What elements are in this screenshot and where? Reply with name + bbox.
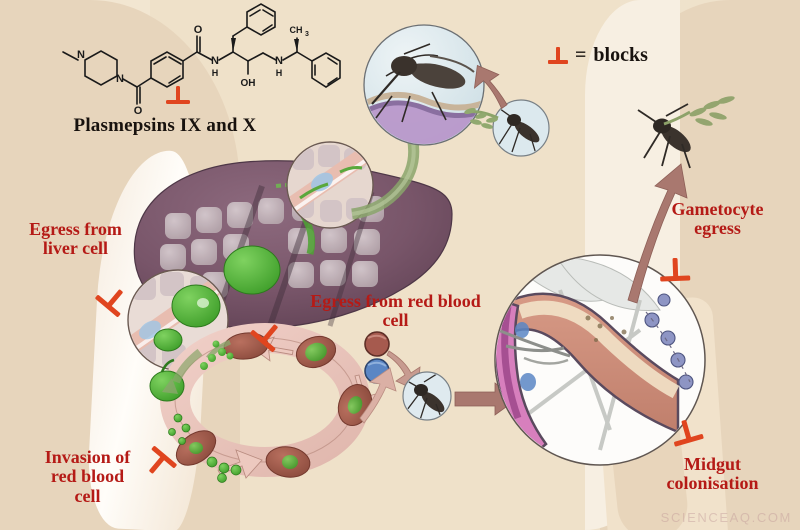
legend-label: blocks (593, 44, 648, 66)
oocysts (644, 293, 694, 390)
mosquito-ingestion-inset (402, 371, 452, 421)
mosquito-midgut-inset (494, 254, 706, 466)
atom-label: O (134, 105, 143, 117)
mosquito-small-inset (464, 99, 550, 157)
watermark: SCIENCEAQ.COM (660, 510, 792, 525)
label-egress-from-red-blood-cell: Egress from red blood cell (283, 291, 508, 331)
atom-label: N (77, 49, 85, 61)
atom-label: H (276, 68, 283, 78)
label-gametocyte-egress: Gametocyte egress (640, 199, 795, 239)
label-line: cell (382, 310, 409, 331)
arrow-gametocyte-to-mosquito (627, 163, 688, 304)
label-line: Egress from (29, 219, 122, 239)
liver-schizont (223, 245, 281, 295)
atom-label: OH (241, 78, 256, 89)
label-line: Egress from red blood (310, 291, 481, 311)
atom-label: 3 (305, 31, 309, 38)
mosquito-on-arm (637, 96, 735, 169)
chemical-structure: N N O O N H OH N H CH 3 (62, 3, 341, 117)
label-midgut-colonisation: Midgut colonisation (630, 454, 795, 494)
label-line: red blood (50, 466, 125, 487)
label-line: cell (74, 485, 101, 506)
label-line: egress (694, 218, 741, 239)
atom-label: CH (290, 25, 303, 35)
arrow-to-mosquito-bite (473, 64, 508, 110)
label-invasion-of-red-blood-cell: Invasion of red blood cell (10, 447, 165, 506)
atom-label: H (212, 68, 219, 78)
legend-equals: = (575, 44, 587, 66)
infected-rbc-series (175, 335, 373, 478)
atom-label: N (275, 55, 283, 67)
atom-label: N (116, 73, 124, 85)
label-egress-from-liver-cell: Egress from liver cell (8, 219, 143, 259)
sporozoite-spray (464, 107, 499, 129)
inhibition-compound (166, 86, 190, 108)
gametocyte-male (364, 331, 390, 357)
inhibition-gametocyte-egress (660, 257, 691, 286)
label-line: colonisation (666, 473, 759, 494)
compound-target-label: Plasmepsins IX and X (73, 115, 257, 136)
merozoites (168, 413, 242, 483)
atom-label: O (194, 24, 203, 36)
erythrocytic-cycle-ring (149, 323, 377, 483)
legend: = blocks (548, 44, 648, 67)
label-line: liver cell (42, 238, 109, 259)
label-line: Invasion of (44, 447, 131, 467)
label-line: Midgut (683, 454, 741, 474)
perpendicular-blocks-symbol (548, 45, 568, 67)
mosquito-biting-inset (363, 24, 485, 146)
atom-label: N (211, 55, 219, 67)
label-line: Gametocyte (671, 199, 764, 219)
